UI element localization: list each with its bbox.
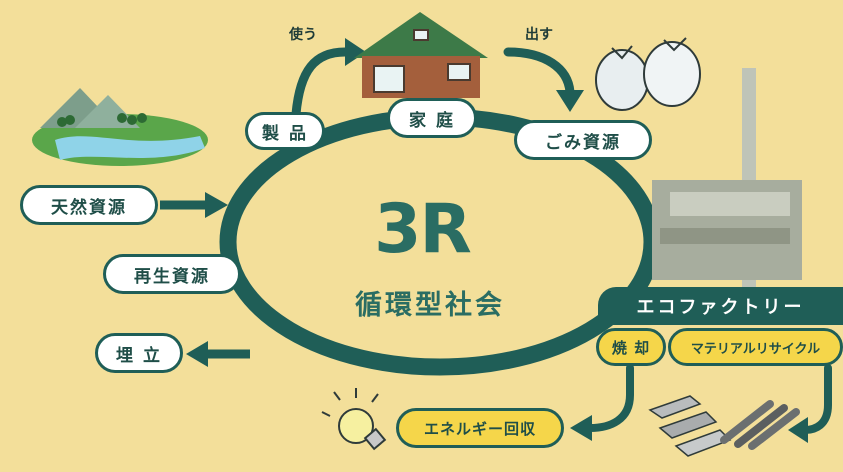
arrow-dispose xyxy=(503,47,584,112)
node-waste-resource: ごみ資源 xyxy=(514,120,652,160)
garbage-bags-icon xyxy=(595,37,701,111)
eco-factory-banner: エコファクトリー xyxy=(598,287,843,325)
arrow-energy xyxy=(570,364,634,441)
arrow-natural-in xyxy=(160,192,228,218)
arrow-material xyxy=(788,364,832,443)
eco-factory-building xyxy=(652,68,802,288)
node-landfill: 埋 立 xyxy=(95,333,183,373)
node-energy-recovery: エネルギー回収 xyxy=(396,408,564,448)
flow-label-use: 使う xyxy=(289,27,317,43)
flow-label-dispose: 出す xyxy=(525,27,553,43)
node-natural-resource: 天然資源 xyxy=(20,185,158,225)
house-icon xyxy=(354,12,488,98)
center-subtitle: 循環型社会 xyxy=(355,290,505,321)
arrow-use xyxy=(291,38,366,119)
node-recycled-resource: 再生資源 xyxy=(103,254,241,294)
light-bulb-icon xyxy=(321,388,387,451)
node-products: 製 品 xyxy=(245,112,325,150)
node-incineration: 焼 却 xyxy=(596,328,666,366)
center-title: 3R xyxy=(374,190,472,269)
node-material-recycle: マテリアルリサイクル xyxy=(668,328,843,366)
arrow-landfill-out xyxy=(186,341,250,367)
node-home: 家 庭 xyxy=(387,98,477,138)
nature-landscape-icon xyxy=(32,88,208,166)
metal-materials-icon xyxy=(648,395,800,457)
